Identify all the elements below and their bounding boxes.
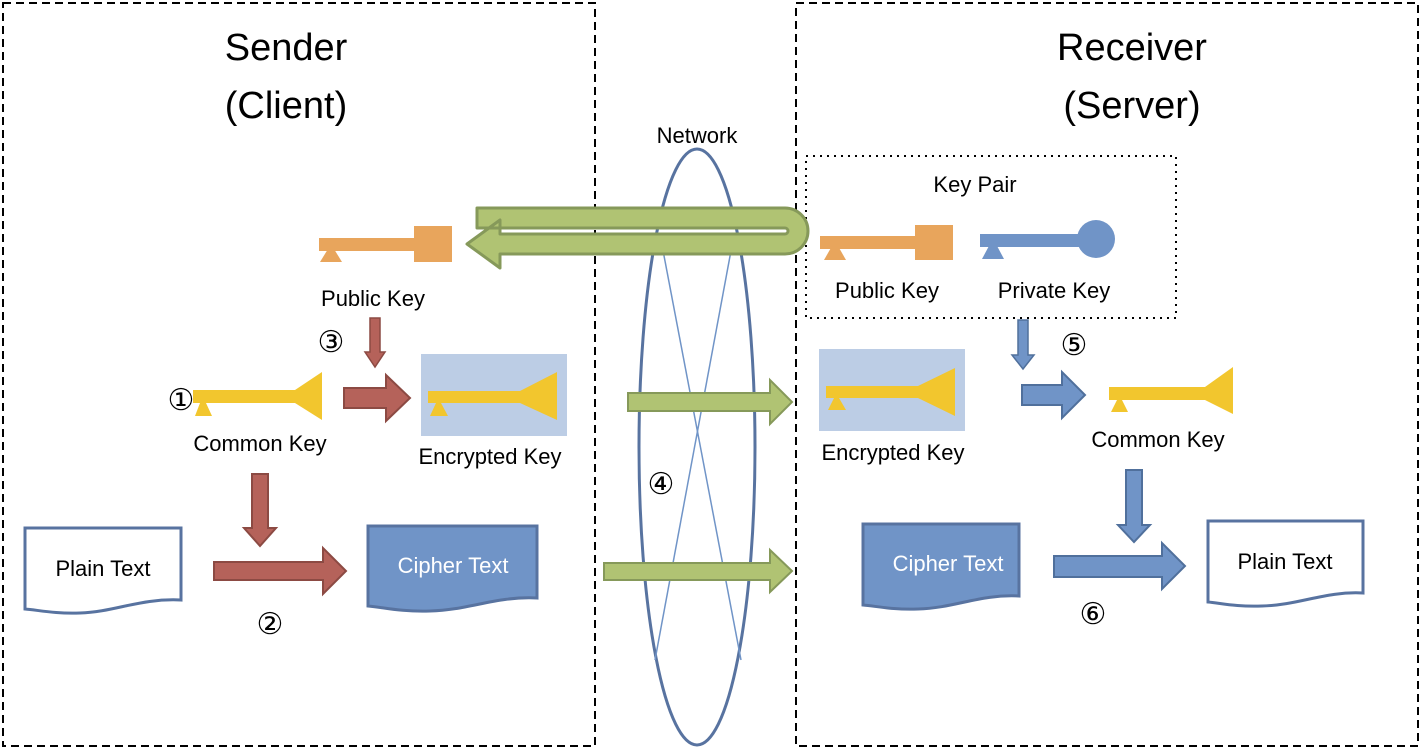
sender-cipher-text-label: Cipher Text (398, 553, 509, 578)
key-pair-label: Key Pair (933, 172, 1016, 197)
receiver-encrypted-key-label: Encrypted Key (821, 440, 964, 465)
receiver-title: Receiver (1057, 27, 1207, 69)
sender-plain-text-label: Plain Text (56, 556, 151, 581)
key-pair-private-key-label: Private Key (998, 278, 1111, 303)
public-key-transfer-arrow (465, 206, 810, 270)
receiver-plain-text-doc (1206, 519, 1365, 608)
receiver-region (795, 2, 1419, 747)
receiver-common-key-icon (1109, 367, 1233, 414)
step-6-marker: ⑥ (1080, 598, 1107, 631)
common-key-down-arrow (241, 473, 279, 548)
receiver-public-key-icon (820, 225, 953, 260)
step-3-marker: ③ (318, 326, 345, 359)
sender-plain-text-doc (23, 526, 183, 615)
receiver-common-key-label: Common Key (1091, 427, 1224, 452)
common-key-down-arrow-receiver (1115, 469, 1153, 544)
network-icon (637, 147, 757, 747)
step-4-marker: ④ (648, 468, 675, 501)
receiver-encrypted-key-icon (826, 368, 955, 416)
receiver-cipher-text-label: Cipher Text (893, 551, 1004, 576)
step-5-marker: ⑤ (1061, 329, 1088, 362)
network-label: Network (657, 123, 739, 148)
receiver-subtitle: (Server) (1063, 85, 1200, 127)
step-2-marker: ② (257, 608, 284, 641)
sender-public-key-label: Public Key (321, 286, 425, 311)
sender-encrypted-key-label: Encrypted Key (418, 444, 561, 469)
private-key-down-arrow (1010, 319, 1036, 371)
decrypt-text-arrow (1053, 540, 1187, 592)
sender-region (2, 2, 596, 747)
public-key-down-arrow (363, 317, 387, 369)
step-1-marker: ① (168, 384, 195, 417)
sender-cipher-text-doc (366, 524, 539, 613)
sender-public-key-icon (319, 226, 452, 262)
receiver-plain-text-label: Plain Text (1238, 549, 1333, 574)
sender-subtitle: (Client) (225, 85, 347, 127)
decrypt-key-arrow (1021, 369, 1087, 421)
sender-common-key-icon (193, 372, 322, 420)
encrypt-text-arrow (213, 545, 348, 597)
sender-title: Sender (225, 27, 348, 69)
private-key-icon (980, 220, 1115, 259)
receiver-cipher-text-doc (861, 522, 1021, 611)
encrypted-key-transfer-arrow (627, 377, 794, 427)
key-pair-public-key-label: Public Key (835, 278, 939, 303)
encrypt-key-arrow (343, 372, 412, 424)
sender-common-key-label: Common Key (193, 431, 326, 456)
cipher-text-transfer-arrow (603, 547, 794, 595)
sender-encrypted-key-icon (428, 372, 557, 420)
